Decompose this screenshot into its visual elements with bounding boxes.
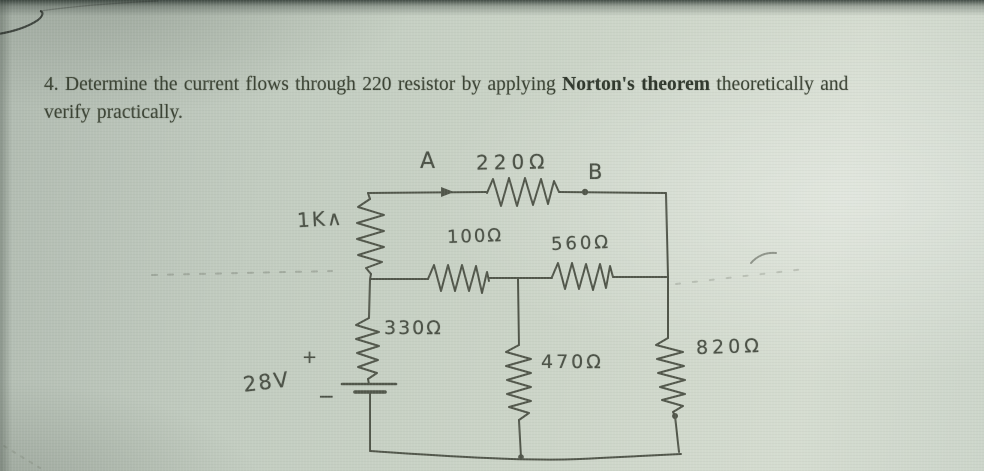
node-b-dot [581, 188, 589, 196]
resistor-1k-label: 1K∧ [296, 205, 345, 233]
pen-scratch-faint [39, 0, 159, 12]
question-line2: verify practically. [44, 102, 183, 123]
source-minus-sign: − [318, 384, 335, 408]
wire-top-right [558, 191, 667, 194]
resistor-220-zigzag [486, 177, 560, 207]
resistor-560-zigzag [551, 262, 614, 291]
source-plus-sign: + [302, 347, 318, 368]
resistor-560-label: 560Ω [550, 231, 612, 256]
resistor-470-label: 470Ω [541, 351, 604, 373]
corner-smudge [3, 445, 41, 469]
resistor-470-zigzag [505, 344, 532, 421]
resistor-330-zigzag [355, 317, 380, 380]
node-label-b: B [588, 160, 603, 184]
stray-mark [750, 251, 777, 264]
wire-right-vertical [665, 192, 669, 339]
question-part2: theoretically and [710, 74, 849, 95]
question-part1: 4. Determine the current flows through 2… [44, 74, 563, 95]
wire-bottom [369, 450, 682, 461]
wire-470-tail [518, 419, 522, 459]
resistor-820-bottom-dot [672, 413, 678, 419]
resistor-100-label: 100Ω [446, 225, 504, 248]
wire-left-mid [368, 273, 372, 319]
wire-left-stub [367, 192, 371, 200]
question-bold-phrase: Norton's theorem [562, 74, 711, 95]
wire-mid-vertical [517, 278, 520, 346]
question-text: 4. Determine the current flows through 2… [44, 71, 962, 127]
resistor-330-label: 330Ω [384, 317, 443, 339]
wire-top-left [367, 191, 488, 194]
dashed-smudge-right [675, 268, 806, 285]
node-a-arrow-icon [441, 187, 454, 197]
resistor-820-label: 820Ω [695, 334, 764, 360]
resistor-820-zigzag [655, 337, 686, 413]
node-label-a: A [420, 149, 436, 174]
resistor-100-zigzag [427, 264, 490, 294]
resistor-220-label: 220Ω [475, 149, 550, 175]
resistor-1k-zigzag [356, 198, 385, 275]
dashed-smudge-left [151, 270, 333, 276]
pen-scratch-top-left [0, 10, 44, 35]
